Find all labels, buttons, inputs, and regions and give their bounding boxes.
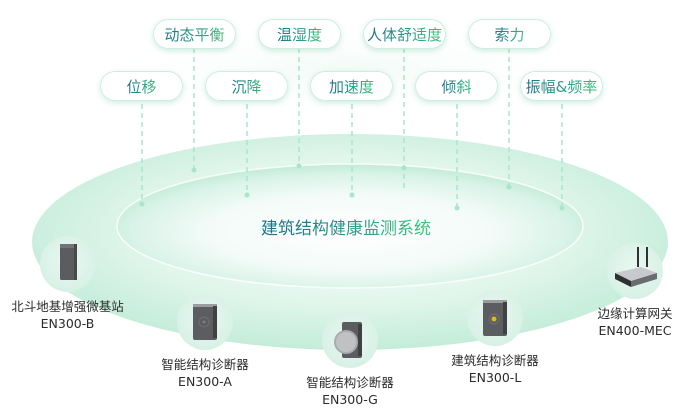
system-title: 建筑结构健康监测系统 <box>261 219 431 239</box>
device-en300-b: 北斗地基增强微基站 EN300-B <box>0 236 135 332</box>
device-en300-g: 智能结构诊断器 EN300-G <box>295 312 405 408</box>
device-en300-l: 建筑结构诊断器 EN300-L <box>440 290 550 386</box>
base-station-icon <box>39 236 96 292</box>
gateway-router-icon <box>607 243 663 299</box>
diagnostic-device-yellow-icon <box>467 290 523 346</box>
metric-human-comfort: 人体舒适度 <box>363 19 446 49</box>
metric-tilt: 倾斜 <box>415 71 498 101</box>
metric-dynamic-balance: 动态平衡 <box>153 19 236 49</box>
metric-cable-force: 索力 <box>468 19 551 49</box>
metric-acceleration: 加速度 <box>310 71 393 101</box>
metric-amplitude-frequency: 振幅&频率 <box>520 71 603 101</box>
device-en300-a: 智能结构诊断器 EN300-A <box>150 294 260 390</box>
device-en400-mec: 边缘计算网关 EN400-MEC <box>580 243 690 339</box>
diagnostic-device-round-icon <box>322 312 378 368</box>
metric-settlement: 沉降 <box>205 71 288 101</box>
metric-displacement: 位移 <box>100 71 183 101</box>
metric-temperature-humidity: 温湿度 <box>258 19 341 49</box>
diagnostic-device-icon <box>177 294 233 350</box>
